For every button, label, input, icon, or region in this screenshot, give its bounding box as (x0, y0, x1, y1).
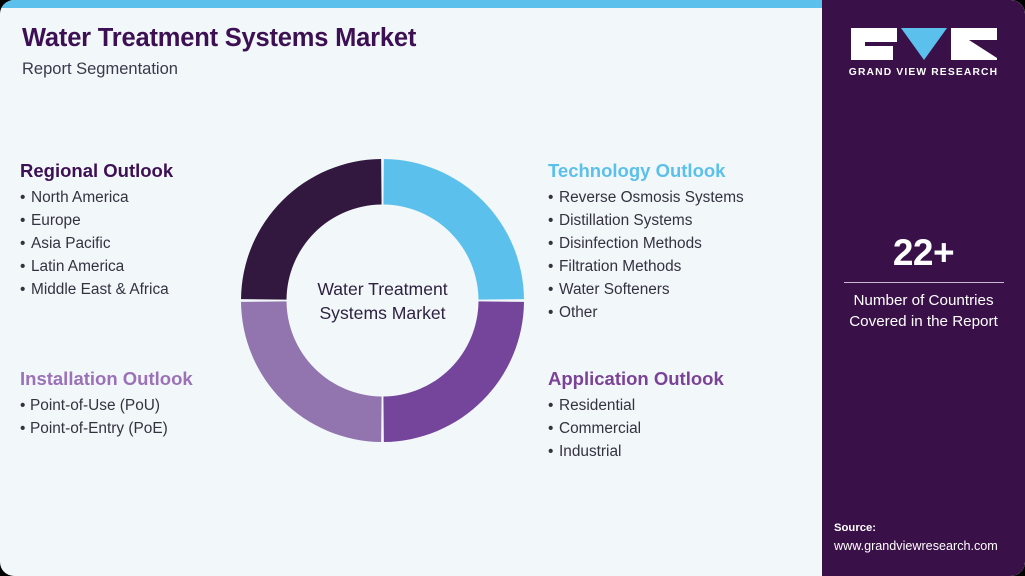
page-title: Water Treatment Systems Market (22, 24, 417, 52)
bullet-icon: • (20, 397, 26, 415)
list-item-label: Disinfection Methods (559, 235, 702, 253)
list-item-label: Water Softeners (559, 281, 670, 299)
list-item-label: Residential (559, 397, 636, 415)
stat-label-line-2: Covered in the Report (849, 313, 998, 330)
countries-stat: 22+ Number of Countries Covered in the R… (822, 232, 1025, 332)
bullet-icon: • (548, 443, 554, 461)
list-item: • Distillation Systems (548, 209, 744, 232)
list-item-label: Middle East & Africa (31, 281, 169, 299)
bullet-icon: • (20, 258, 26, 276)
bullet-icon: • (548, 258, 554, 276)
logo-letter-r-icon (950, 28, 997, 60)
list-item: • Other (548, 301, 744, 324)
donut-segment (383, 159, 524, 300)
list-item: • Filtration Methods (548, 255, 744, 278)
list-item-label: Industrial (559, 443, 622, 461)
application-outlook-list: • Residential • Commercial • Industrial (548, 394, 724, 463)
gvr-logo: GRAND VIEW RESEARCH (822, 28, 1025, 78)
list-item: •Point-of-Use (PoU) (20, 394, 193, 417)
list-item: • Industrial (548, 440, 724, 463)
bullet-icon: • (548, 212, 554, 230)
donut-chart-svg (241, 159, 524, 442)
list-item: • Reverse Osmosis Systems (548, 186, 744, 209)
source-block: Source: www.grandviewresearch.com (834, 520, 1025, 556)
list-item-label: Distillation Systems (559, 212, 693, 230)
technology-outlook-heading: Technology Outlook (548, 160, 726, 181)
list-item: • Europe (20, 209, 173, 232)
logo-marks (822, 28, 1025, 60)
application-outlook-section: Application Outlook • Residential • Commer… (548, 368, 724, 463)
donut-segment (383, 301, 524, 442)
regional-outlook-heading: Regional Outlook (20, 160, 174, 181)
list-item: • Middle East & Africa (20, 278, 173, 301)
installation-outlook-heading: Installation Outlook (20, 368, 193, 389)
list-item-label: Europe (31, 212, 81, 230)
stat-divider (843, 282, 1004, 283)
regional-outlook-section: Regional Outlook • North America • Europe … (20, 160, 173, 301)
page-subtitle: Report Segmentation (22, 60, 178, 79)
regional-outlook-list: • North America • Europe • Asia Pacific • La… (20, 186, 173, 301)
bullet-icon: • (548, 281, 554, 299)
bullet-icon: • (548, 397, 554, 415)
top-accent-bar (0, 0, 822, 8)
bullet-icon: • (20, 420, 26, 438)
list-item: • Asia Pacific (20, 232, 173, 255)
bullet-icon: • (548, 235, 554, 253)
logo-letter-g-icon (850, 28, 897, 60)
header: Water Treatment Systems Market Report Se… (22, 24, 722, 79)
list-item-label: Asia Pacific (31, 235, 111, 253)
list-item: •Point-of-Entry (PoE) (20, 417, 193, 440)
list-item-label: Reverse Osmosis Systems (559, 189, 744, 207)
donut-segment (241, 301, 382, 442)
installation-outlook-section: Installation Outlook •Point-of-Use (PoU)… (20, 368, 193, 440)
list-item: • Water Softeners (548, 278, 744, 301)
list-item: • Residential (548, 394, 724, 417)
list-item-label: Other (559, 304, 598, 322)
technology-outlook-section: Technology Outlook • Reverse Osmosis Syst… (548, 160, 744, 324)
bullet-icon: • (548, 304, 554, 322)
list-item-label: Point-of-Use (PoU) (30, 397, 161, 415)
donut-chart: Water Treatment Systems Market (241, 159, 524, 442)
stat-label-line-1: Number of Countries (853, 292, 994, 309)
bullet-icon: • (20, 189, 26, 207)
list-item: • Disinfection Methods (548, 232, 744, 255)
side-panel: GRAND VIEW RESEARCH 22+ Number of Countr… (822, 0, 1025, 576)
donut-segment (241, 159, 382, 300)
stat-number: 22+ (892, 232, 955, 273)
bullet-icon: • (548, 420, 554, 438)
installation-outlook-list: •Point-of-Use (PoU) •Point-of-Entry (PoE… (20, 394, 193, 440)
bullet-icon: • (20, 212, 26, 230)
source-url[interactable]: www.grandviewresearch.com (834, 539, 998, 553)
list-item: • Commercial (548, 417, 724, 440)
bullet-icon: • (548, 189, 554, 207)
application-outlook-heading: Application Outlook (548, 368, 724, 389)
logo-letter-v-icon (900, 28, 947, 60)
bullet-icon: • (20, 235, 26, 253)
source-label: Source: (834, 522, 877, 534)
list-item: • North America (20, 186, 173, 209)
list-item-label: Latin America (31, 258, 125, 276)
logo-wordmark: GRAND VIEW RESEARCH (848, 67, 999, 78)
list-item: • Latin America (20, 255, 173, 278)
list-item-label: North America (31, 189, 129, 207)
list-item-label: Commercial (559, 420, 642, 438)
list-item-label: Filtration Methods (559, 258, 682, 276)
bullet-icon: • (20, 281, 26, 299)
technology-outlook-list: • Reverse Osmosis Systems • Distillation S… (548, 186, 744, 324)
list-item-label: Point-of-Entry (PoE) (30, 420, 168, 438)
